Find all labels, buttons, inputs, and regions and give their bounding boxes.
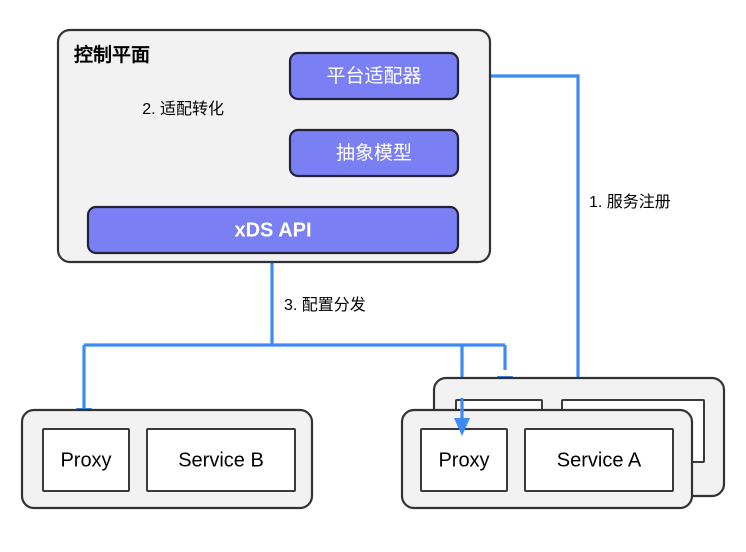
xds-api-label: xDS API — [234, 219, 311, 241]
platform-adapter-box[interactable] — [288, 51, 460, 101]
service-b-proxy-box[interactable] — [42, 428, 130, 492]
service-a-proxy-label: Proxy — [438, 449, 489, 471]
control-plane-title: 控制平面 — [74, 43, 150, 66]
edge-label-distribute: 3. 配置分发 — [284, 296, 366, 314]
edge-label-adapt: 2. 适配转化 — [142, 100, 224, 118]
arrowhead-distribute-a-front — [454, 418, 470, 436]
edge-label-register: 1. 服务注册 — [589, 193, 671, 211]
service-b-service-box[interactable] — [146, 428, 296, 492]
service-b-proxy-label: Proxy — [60, 449, 111, 471]
service-b-service-label: Service B — [178, 449, 264, 471]
service-b-group[interactable]: Proxy Service B — [20, 408, 314, 510]
abstract-model-label: 抽象模型 — [336, 142, 412, 164]
platform-adapter-label: 平台适配器 — [326, 65, 421, 87]
xds-api-box[interactable] — [86, 205, 460, 255]
control-plane-panel[interactable]: 控制平面 平台适配器 抽象模型 xDS API — [56, 28, 492, 264]
connector-register-path — [470, 74, 580, 388]
service-a-service-box[interactable] — [524, 428, 674, 492]
service-a-service-label: Service A — [557, 449, 642, 471]
connector-distribute-a-front-tip — [454, 398, 470, 436]
service-a-group[interactable]: Proxy Service A — [400, 376, 726, 510]
abstract-model-box[interactable] — [288, 128, 460, 178]
